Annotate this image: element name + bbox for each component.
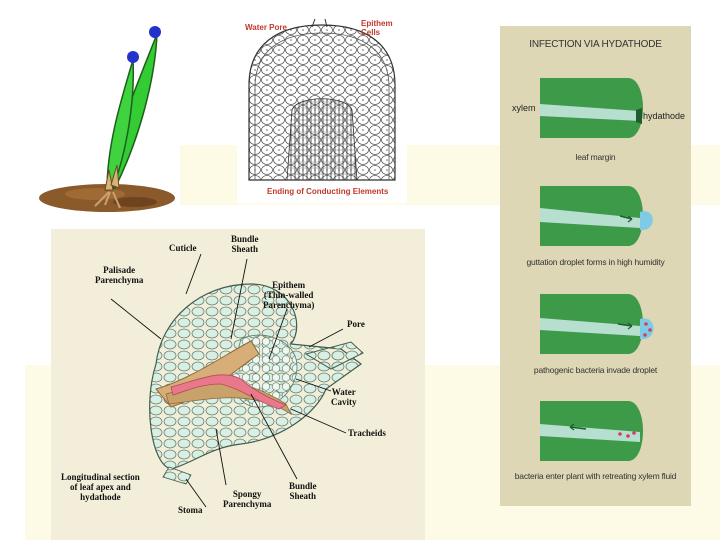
label-conducting-elements: Ending of Conducting Elements [267, 187, 388, 196]
epithem-sketch: Water Pore Epithem Cells Ending of Condu… [237, 15, 407, 203]
label-water-cavity: Water Cavity [331, 387, 357, 407]
label-xylem: xylem [512, 103, 536, 113]
label-water-pore: Water Pore [245, 23, 287, 32]
label-cuticle: Cuticle [169, 243, 197, 253]
label-bundle-sheath-bottom: Bundle Sheath [289, 481, 317, 501]
label-palisade: Palisade Parenchyma [95, 265, 143, 285]
label-hydathode: hydathode [643, 111, 685, 121]
label-epithem-cells: Epithem Cells [361, 19, 393, 37]
label-pore: Pore [347, 319, 365, 329]
hydathode-infection-panel: INFECTION VIA HYDATHODE xylem hydathode … [500, 26, 691, 506]
label-spongy: Spongy Parenchyma [223, 489, 271, 509]
epithem-cells-drawing [237, 15, 407, 203]
caption-stage-2: guttation droplet forms in high humidity [500, 257, 691, 267]
label-leaf-margin: leaf margin [500, 152, 691, 162]
leaf-section-diagram: Cuticle Bundle Sheath Palisade Parenchym… [51, 229, 425, 540]
label-stoma: Stoma [178, 505, 203, 515]
seedling-illustration [35, 20, 185, 220]
caption-stage-4: bacteria enter plant with retreating xyl… [500, 471, 691, 481]
label-tracheids: Tracheids [348, 428, 386, 438]
label-bundle-sheath-top: Bundle Sheath [231, 234, 259, 254]
caption-stage-3: pathogenic bacteria invade droplet [500, 365, 691, 375]
seedling-icon [35, 20, 185, 220]
label-section-caption: Longitudinal section of leaf apex and hy… [61, 472, 140, 502]
label-epithem: Epithem (Thin-walled Parenchyma) [263, 280, 314, 310]
